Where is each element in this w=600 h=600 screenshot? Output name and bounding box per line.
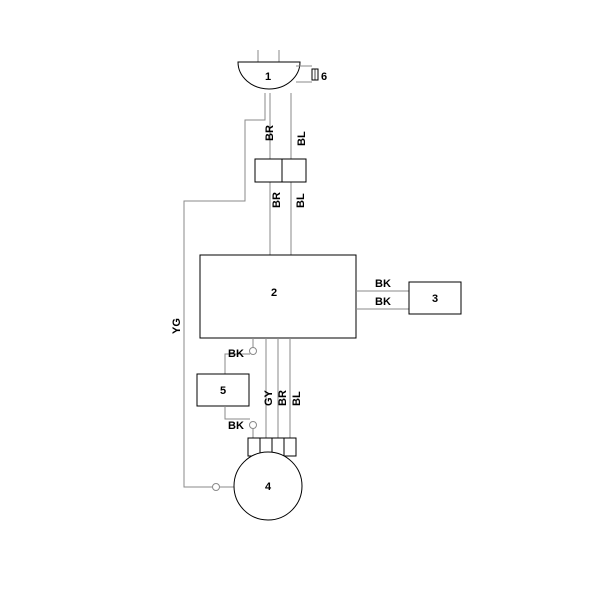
control-board-body [199, 254, 357, 339]
wire-label-bl-motor: BL [291, 391, 303, 406]
wire-label-br-motor: BR [277, 390, 289, 406]
component-3-body [408, 281, 462, 315]
wire-label-bk-5-top: BK [228, 348, 244, 360]
wire-label-gy: GY [263, 389, 275, 406]
wire-label-bk-3-top: BK [375, 278, 391, 290]
wire-label-bk-5-bottom: BK [228, 420, 244, 432]
terminal-bk-upper [249, 347, 257, 355]
wire-label-yg: YG [171, 318, 183, 334]
component-5-body [196, 373, 250, 407]
fuse-component: 6 [296, 65, 327, 83]
wire-label-br-top: BR [264, 125, 276, 141]
plug-body [237, 61, 301, 90]
component-5: 5 [196, 373, 250, 407]
wire-bk-from-5-lower [224, 406, 250, 420]
component-3: 3 [408, 281, 462, 315]
control-board-component: 2 [199, 254, 357, 339]
wire-label-bl-top: BL [296, 131, 308, 146]
motor-component: 4 [233, 451, 303, 521]
plug-number: 1 [265, 71, 271, 83]
motor-connector [247, 437, 297, 457]
motor-number: 4 [265, 481, 272, 493]
wire-label-br-bottom: BR [271, 192, 283, 208]
component-5-number: 5 [220, 385, 226, 397]
wire-label-bl-bottom: BL [295, 193, 307, 208]
wire-bk-to-5-upper [224, 353, 250, 374]
connector-block-right [281, 158, 307, 183]
connector-block-left [254, 158, 283, 183]
component-3-number: 3 [432, 293, 438, 305]
terminal-bk-lower [249, 421, 257, 429]
plug-component: 1 [237, 50, 301, 90]
fuse-number: 6 [321, 71, 327, 83]
motor-body [233, 451, 303, 521]
terminal-earth-motor [212, 483, 220, 491]
control-board-number: 2 [271, 287, 277, 299]
wire-yg-earth [183, 93, 266, 488]
connector-block [254, 158, 307, 183]
wire-label-bk-3-bottom: BK [375, 296, 391, 308]
